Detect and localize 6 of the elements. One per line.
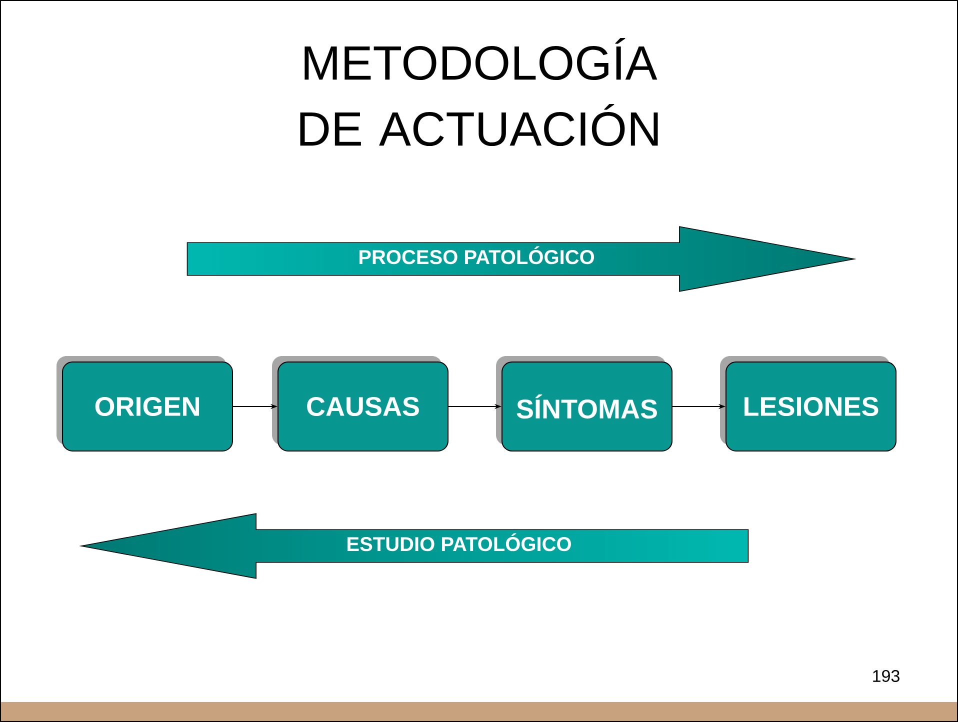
- process-box: ORIGEN: [56, 356, 233, 452]
- process-box: LESIONES: [720, 356, 896, 452]
- title: METODOLOGÍA DE ACTUACIÓN: [300, 38, 658, 146]
- process-box: SÍNTOMAS: [496, 356, 672, 452]
- page-number: 193: [873, 670, 900, 682]
- process-box: CAUSAS: [272, 356, 448, 452]
